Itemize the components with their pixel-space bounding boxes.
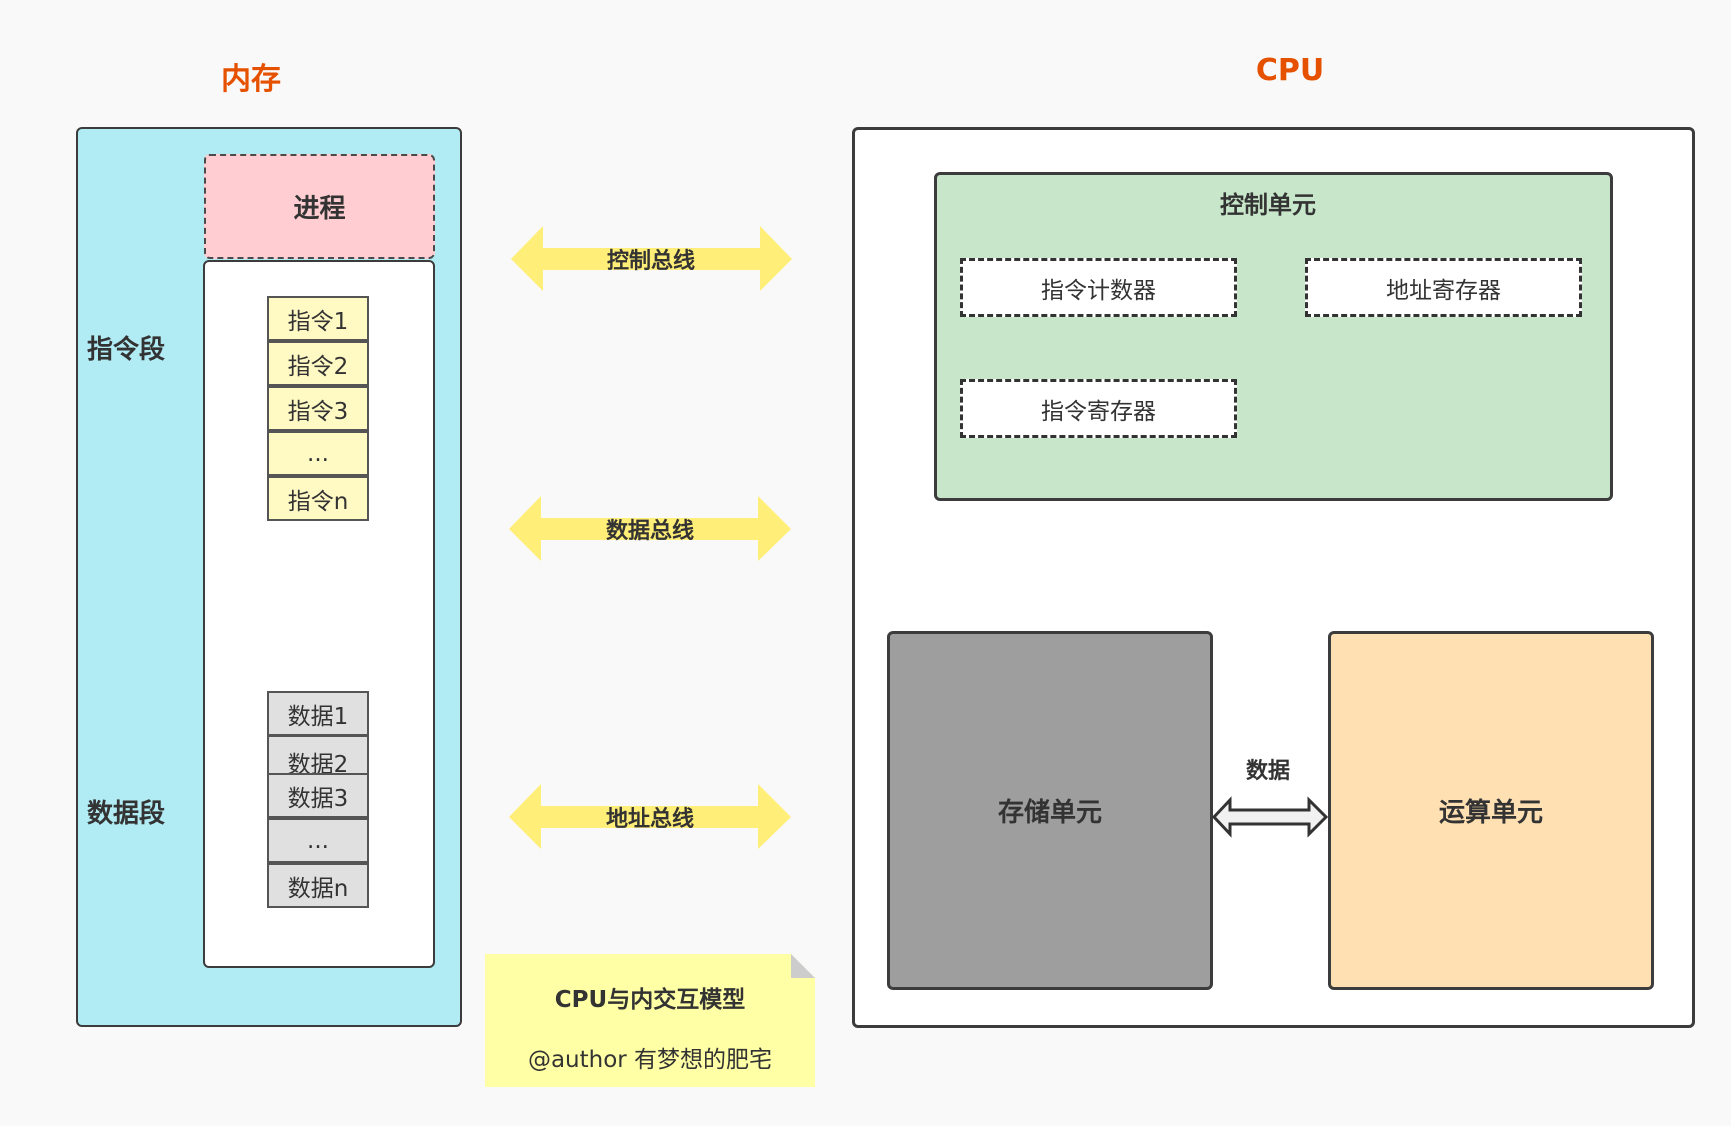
data-cell: 数据1 — [267, 691, 369, 736]
data-bus-label: 数据总线 — [605, 519, 694, 544]
data-cell: 数据n — [267, 863, 369, 908]
data-cell: 数据3 — [267, 773, 369, 818]
process-label: 进程 — [293, 194, 346, 224]
control-bus-arrow — [511, 226, 792, 291]
note-author: @author 有梦想的肥宅 — [527, 1047, 773, 1073]
memory-title: 内存 — [221, 62, 281, 97]
alu-unit-label: 运算单元 — [1438, 798, 1543, 828]
control-unit-title: 控制单元 — [1220, 191, 1316, 219]
instruction-segment-label: 指令段 — [87, 335, 166, 365]
storage-unit: 存储单元 — [887, 631, 1213, 990]
data-segment-label: 数据段 — [87, 799, 166, 829]
program-counter-register: 指令计数器 — [960, 258, 1237, 317]
storage-unit-label: 存储单元 — [997, 798, 1102, 828]
address-bus-arrow — [509, 784, 791, 849]
data-cell: ... — [267, 818, 369, 863]
instruction-cell: 指令n — [267, 476, 369, 521]
control-bus-label: 控制总线 — [606, 249, 695, 274]
data-bus-arrow — [509, 496, 791, 561]
alu-unit: 运算单元 — [1328, 631, 1654, 990]
register-label: 地址寄存器 — [1386, 277, 1501, 304]
process-box: 进程 — [204, 154, 435, 259]
instruction-cell: 指令3 — [267, 386, 369, 431]
register-label: 指令寄存器 — [1041, 398, 1156, 425]
note-title: CPU与内交互模型 — [554, 987, 746, 1013]
internal-data-arrow — [1211, 796, 1329, 838]
register-label: 指令计数器 — [1041, 277, 1156, 304]
instruction-cell: 指令2 — [267, 341, 369, 386]
cpu-title: CPU — [1255, 53, 1325, 88]
internal-data-label: 数据 — [1245, 759, 1290, 784]
instruction-cell: 指令1 — [267, 296, 369, 341]
sticky-note — [485, 954, 815, 1087]
address-bus-label: 地址总线 — [605, 807, 694, 832]
address-register: 地址寄存器 — [1305, 258, 1582, 317]
instruction-cell: ... — [267, 431, 369, 476]
control-unit — [934, 172, 1613, 501]
instruction-register: 指令寄存器 — [960, 379, 1237, 438]
